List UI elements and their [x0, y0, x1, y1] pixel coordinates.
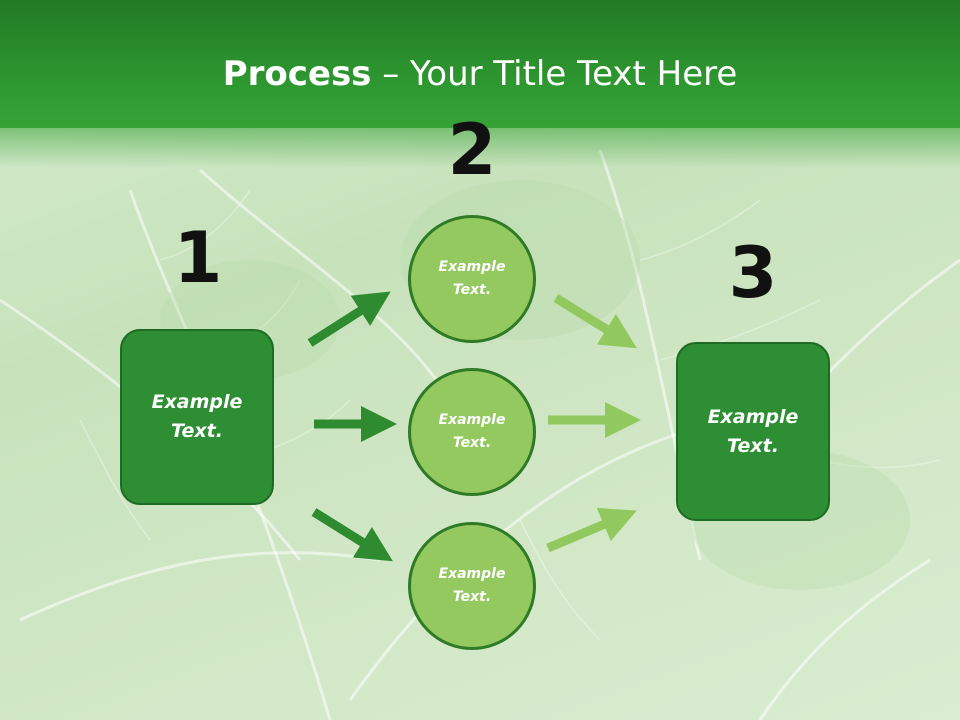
arrow-top-to-right — [553, 294, 637, 349]
title-bold-part: Process — [222, 54, 372, 94]
bottom-step-circle-label: Example Text. — [438, 566, 506, 605]
bottom-step-circle: Example Text. — [408, 522, 536, 650]
slide-title: Process – Your Title Text Here — [0, 52, 960, 96]
top-step-circle: Example Text. — [408, 215, 536, 343]
arrow-left-to-top — [307, 291, 391, 347]
title-rest-part: – Your Title Text Here — [371, 54, 738, 94]
top-step-circle-label: Example Text. — [438, 259, 506, 298]
left-step-box: Example Text. — [120, 329, 274, 505]
title-banner — [0, 0, 960, 128]
middle-step-circle: Example Text. — [408, 368, 536, 496]
left-step-box-label: Example Text. — [151, 391, 243, 442]
right-step-box-label: Example Text. — [707, 405, 799, 457]
middle-step-circle-label: Example Text. — [438, 412, 506, 451]
step-number-2: 2 — [447, 109, 497, 191]
title-banner-fade — [0, 128, 960, 168]
arrow-left-to-bottom — [311, 508, 393, 562]
step-number-1: 1 — [173, 217, 223, 299]
step-number-3: 3 — [728, 232, 778, 314]
arrow-bottom-to-right — [546, 507, 637, 553]
right-step-box: Example Text. — [676, 342, 830, 521]
